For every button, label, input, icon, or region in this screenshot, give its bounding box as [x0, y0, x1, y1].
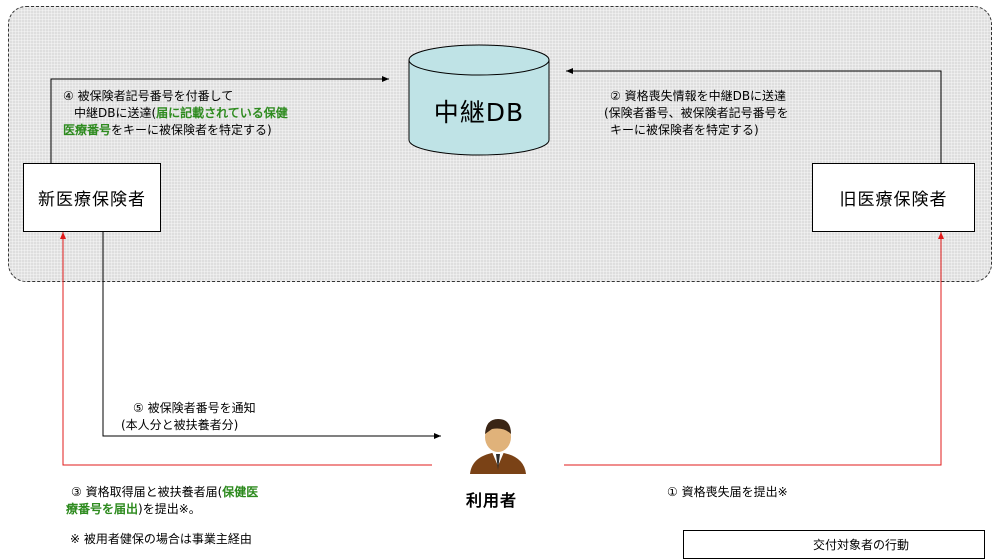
new-insurer-label: 新医療保険者 — [38, 190, 146, 210]
old-insurer-box: 旧医療保険者 — [812, 163, 975, 232]
step3-line1: ③ 資格取得届と被扶養者届(保健医 — [71, 485, 259, 499]
new-insurer-box: 新医療保険者 — [23, 163, 161, 232]
step5-line2: (本人分と被扶養者分) — [121, 418, 239, 432]
db-cylinder — [408, 44, 550, 156]
arrow-step2 — [566, 68, 942, 163]
step2-line2: (保険者番号、被保険者記号番号を — [604, 106, 789, 120]
step3-line2: 療番号を届出)を提出※。 — [66, 502, 201, 516]
db-label: 中継DB — [434, 98, 524, 127]
step2-annotation: ② 資格喪失情報を中継DBに送達 (保険者番号、被保険者記号番号を キーに被保険… — [604, 88, 789, 139]
step3-annotation: ③ 資格取得届と被扶養者届(保健医 療番号を届出)を提出※。 — [66, 484, 259, 518]
arrow-step1 — [564, 232, 944, 466]
arrow-step5 — [102, 231, 441, 439]
step5-annotation: ⑤ 被保険者番号を通知 (本人分と被扶養者分) — [121, 400, 256, 434]
arrow-step4 — [50, 76, 389, 163]
step4-line2: 中継DBに送達(届に記載されている保健 — [74, 106, 288, 120]
user-avatar-icon — [470, 419, 526, 474]
step5-line1: ⑤ 被保険者番号を通知 — [133, 401, 256, 415]
step4-line1: ④ 被保険者記号番号を付番して — [63, 89, 234, 103]
step1-annotation: ① 資格喪失届を提出※ — [667, 485, 788, 499]
step4-annotation: ④ 被保険者記号番号を付番して 中継DBに送達(届に記載されている保健 医療番号… — [63, 88, 288, 139]
user-label: 利用者 — [466, 491, 518, 510]
footnote: ※ 被用者健保の場合は事業主経由 — [70, 532, 252, 546]
old-insurer-label: 旧医療保険者 — [839, 190, 948, 210]
step2-line1: ② 資格喪失情報を中継DBに送達 — [610, 89, 787, 103]
step4-line3: 医療番号をキーに被保険者を特定する) — [63, 123, 272, 137]
arrow-step3 — [60, 232, 432, 466]
legend-label: 交付対象者の行動 — [813, 538, 910, 552]
step2-line3: キーに被保険者を特定する) — [610, 123, 759, 137]
